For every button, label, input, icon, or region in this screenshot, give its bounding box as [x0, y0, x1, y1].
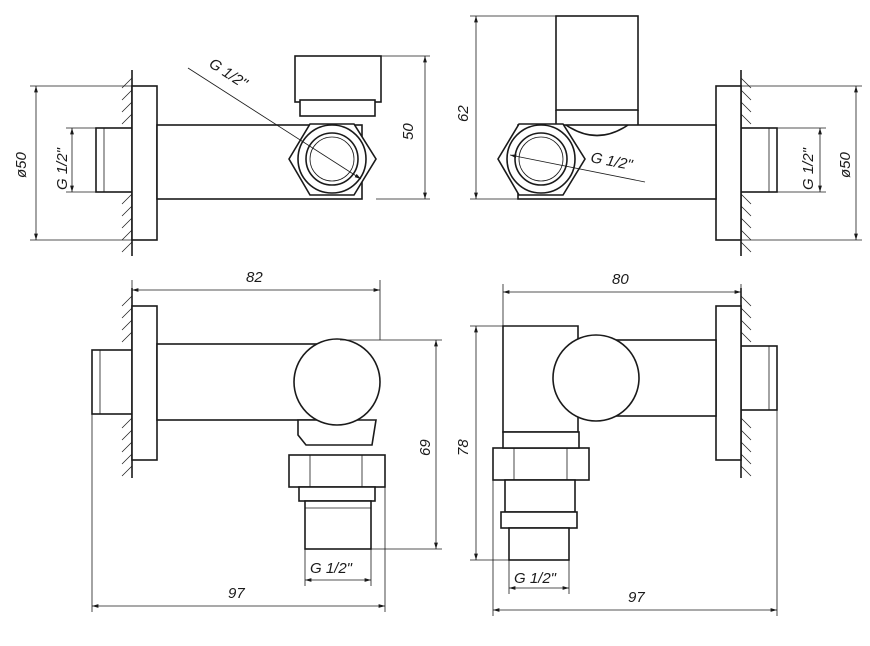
inlet-thread [91, 349, 133, 415]
outlet-body [297, 419, 377, 446]
view-bottom-left: 82 69 G 1/2" 97 [91, 269, 442, 612]
overall-length: 97 [628, 589, 645, 606]
union-nut [288, 454, 386, 488]
inlet-thread-label: G 1/2" [54, 147, 71, 190]
view-bottom-right: 80 78 G 1/2" 97 [455, 271, 778, 616]
outlet-thread-label: G 1/2" [206, 55, 251, 93]
handle [294, 55, 382, 103]
inlet-thread [95, 127, 133, 193]
outlet-thread [304, 500, 372, 550]
flange [131, 85, 158, 241]
flange [715, 85, 742, 241]
hex-nut [288, 123, 377, 196]
handle-circle [293, 338, 381, 426]
union-nut [492, 447, 590, 481]
outlet-thread-label: G 1/2" [514, 570, 557, 587]
overall-length: 97 [228, 585, 245, 602]
inlet-thread [740, 345, 778, 411]
inlet-thread-label: G 1/2" [800, 147, 817, 190]
handle [555, 15, 639, 111]
handle-circle [552, 334, 640, 422]
inlet-thread [740, 127, 778, 193]
hex-nut [497, 123, 586, 196]
width-dim: 80 [612, 271, 629, 288]
view-top-left: G 1/2" 50 ø50 G 1/2" [13, 55, 430, 256]
height-dim: 62 [455, 105, 472, 122]
height-dim: 78 [455, 439, 472, 456]
flange-diameter: ø50 [837, 151, 854, 178]
height-dim: 50 [400, 123, 417, 140]
width-dim: 82 [246, 269, 263, 286]
flange-diameter: ø50 [13, 151, 30, 178]
flange [131, 305, 158, 461]
view-top-right: G 1/2" 62 ø50 G 1/2" [455, 15, 862, 256]
outlet-thread [508, 527, 570, 561]
outlet-thread-label: G 1/2" [310, 560, 353, 577]
flange [715, 305, 742, 461]
height-dim: 69 [417, 439, 434, 456]
